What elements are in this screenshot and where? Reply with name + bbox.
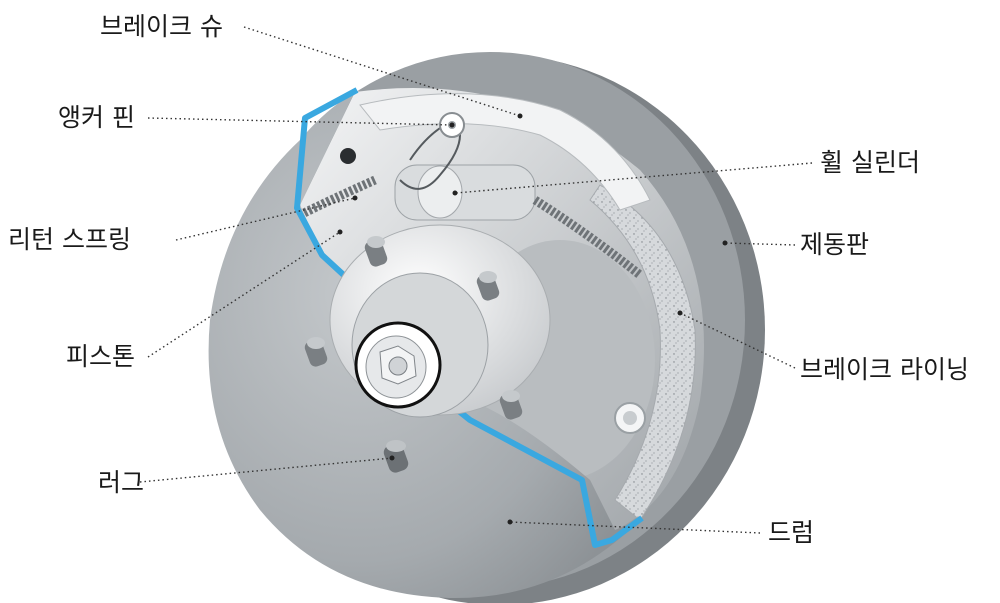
adjuster-hole <box>340 148 356 164</box>
lug <box>383 440 409 473</box>
label-lug: 러그 <box>98 468 145 497</box>
hub-flange <box>329 224 551 418</box>
label-backing-plate: 제동판 <box>800 230 870 259</box>
leader-anchor-pin <box>147 117 453 126</box>
leader-lug <box>139 457 393 483</box>
label-wheel-cylinder: 휠 실린더 <box>820 148 920 177</box>
label-brake-shoe: 브레이크 슈 <box>100 12 223 41</box>
brake-shoe <box>359 93 651 211</box>
leader-brake-shoe <box>243 26 521 117</box>
label-piston: 피스톤 <box>66 342 136 371</box>
leader-return-spring <box>175 197 356 241</box>
stud <box>499 390 523 420</box>
leader-drum <box>509 521 761 534</box>
return-spring <box>297 118 643 279</box>
shoe-hold-down <box>614 402 646 434</box>
leader-dots <box>337 113 728 525</box>
leader-brake-lining <box>679 312 796 369</box>
label-brake-lining: 브레이크 라이닝 <box>800 355 969 384</box>
wheel-studs <box>304 236 523 473</box>
label-return-spring: 리턴 스프링 <box>8 225 131 254</box>
stud <box>304 337 328 367</box>
wheel-cylinder <box>394 164 536 221</box>
leader-lines <box>139 26 813 534</box>
stud <box>364 236 388 267</box>
leader-wheel-cylinder <box>454 162 813 194</box>
label-anchor-pin: 앵커 핀 <box>58 103 135 132</box>
stud <box>476 271 500 301</box>
label-drum: 드럼 <box>768 518 815 547</box>
drum-face <box>208 92 641 599</box>
